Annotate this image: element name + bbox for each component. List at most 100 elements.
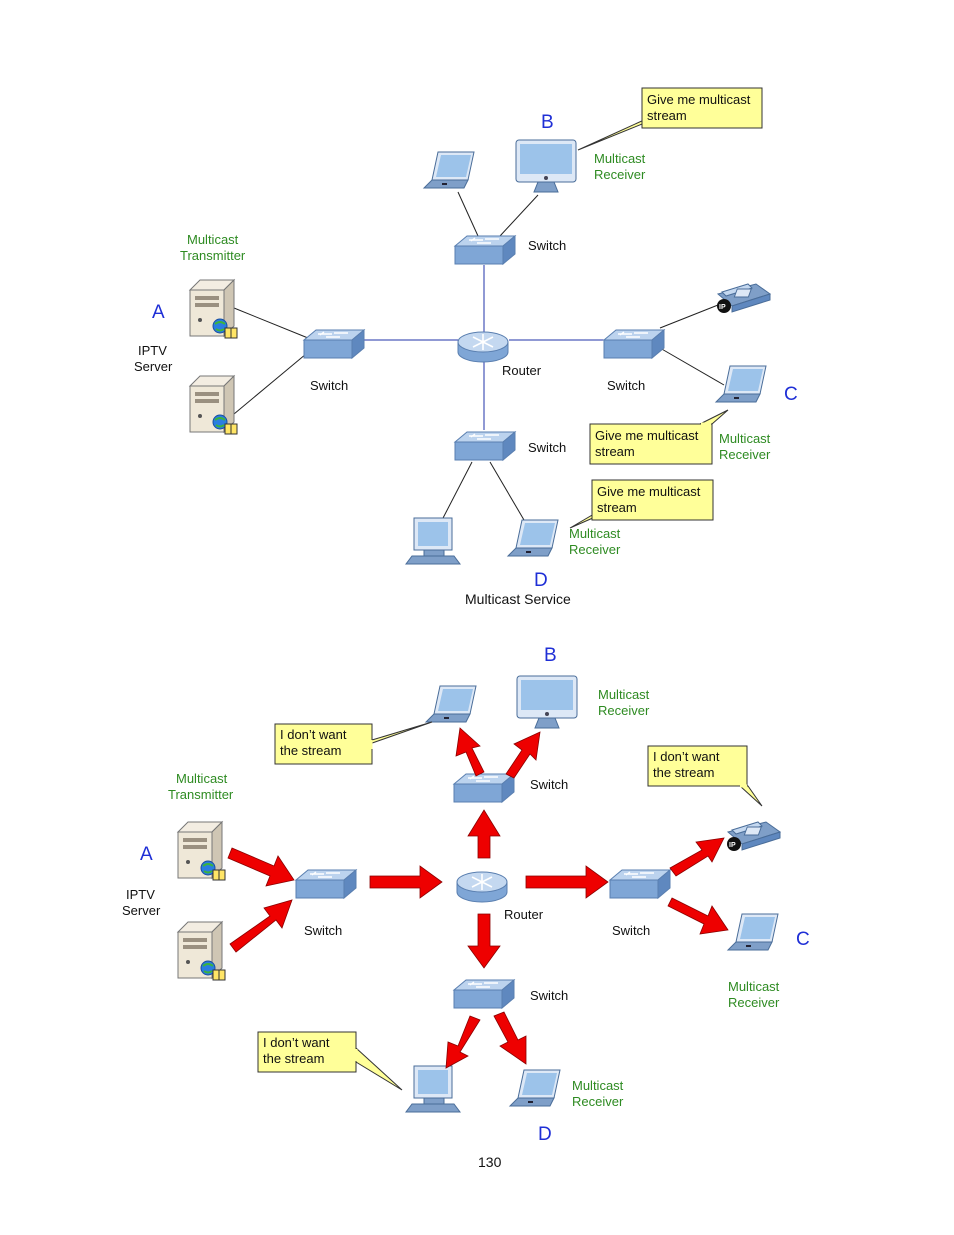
top-switch-right-label: Switch bbox=[607, 378, 645, 393]
note-b-line2: stream bbox=[647, 108, 687, 123]
bottom-switch-bottom-label: Switch bbox=[530, 988, 568, 1003]
note-c: Give me multicast stream bbox=[589, 409, 729, 465]
top-transmitter-line1: Multicast bbox=[187, 232, 239, 247]
top-receiver-c-line2: Receiver bbox=[719, 447, 771, 462]
top-letter-c: C bbox=[784, 384, 798, 405]
note-b: Give me multicast stream bbox=[577, 87, 763, 151]
top-receiver-d-line1: Multicast bbox=[569, 526, 621, 541]
arrow bbox=[467, 809, 501, 859]
ip-phone-icon bbox=[716, 283, 771, 314]
switch-bottom-icon bbox=[453, 979, 515, 1009]
switch-bottom-icon bbox=[454, 431, 516, 461]
bottom-diagram: I don’t want the stream I don’t want the… bbox=[122, 645, 810, 1145]
bottom-switch-top-label: Switch bbox=[530, 777, 568, 792]
note-phone-line2: the stream bbox=[653, 765, 714, 780]
top-letter-d: D bbox=[534, 570, 548, 591]
server-icon bbox=[189, 279, 238, 339]
note-phone: I don’t want the stream bbox=[647, 745, 763, 807]
bottom-receiver-b-line1: Multicast bbox=[598, 687, 650, 702]
bottom-transmitter-line2: Transmitter bbox=[168, 787, 234, 802]
bottom-receiver-d-line1: Multicast bbox=[572, 1078, 624, 1093]
page-number: 130 bbox=[478, 1154, 502, 1170]
switch-left-icon bbox=[303, 329, 365, 359]
arrow bbox=[505, 731, 541, 779]
imac-icon bbox=[515, 139, 577, 193]
note-laptop-b-line1: I don’t want bbox=[280, 727, 347, 742]
note-c-line1: Give me multicast bbox=[595, 428, 699, 443]
bottom-receiver-c-line1: Multicast bbox=[728, 979, 780, 994]
arrow bbox=[369, 865, 443, 899]
note-desktop-d: I don’t want the stream bbox=[257, 1031, 403, 1091]
stream-arrows bbox=[227, 727, 729, 1069]
bottom-receiver-d-line2: Receiver bbox=[572, 1094, 624, 1109]
bottom-server-line1: IPTV bbox=[126, 887, 155, 902]
top-router-label: Router bbox=[502, 363, 542, 378]
laptop-icon bbox=[425, 685, 477, 723]
bottom-server-line2: Server bbox=[122, 903, 161, 918]
note-d: Give me multicast stream bbox=[569, 479, 714, 529]
bottom-letter-b: B bbox=[544, 645, 557, 666]
note-b-line1: Give me multicast bbox=[647, 92, 751, 107]
laptop-icon bbox=[507, 519, 559, 557]
note-phone-line1: I don’t want bbox=[653, 749, 720, 764]
note-laptop-b: I don’t want the stream bbox=[274, 721, 433, 765]
router-icon bbox=[457, 331, 509, 363]
top-server-line1: IPTV bbox=[138, 343, 167, 358]
laptop-icon bbox=[727, 913, 779, 951]
arrow bbox=[455, 727, 485, 777]
top-receiver-b-line2: Receiver bbox=[594, 167, 646, 182]
router-icon bbox=[456, 871, 508, 903]
top-transmitter-line2: Transmitter bbox=[180, 248, 246, 263]
laptop-icon bbox=[715, 365, 767, 403]
bottom-receiver-b-line2: Receiver bbox=[598, 703, 650, 718]
top-server-line2: Server bbox=[134, 359, 173, 374]
desktop-icon bbox=[405, 1065, 461, 1113]
server-icon bbox=[177, 921, 226, 981]
top-caption: Multicast Service bbox=[465, 591, 571, 607]
note-d-line2: stream bbox=[597, 500, 637, 515]
top-letter-b: B bbox=[541, 112, 554, 133]
switch-left-icon bbox=[295, 869, 357, 899]
bottom-letter-a: A bbox=[140, 844, 153, 865]
bottom-letter-c: C bbox=[796, 929, 810, 950]
arrow bbox=[525, 865, 609, 899]
arrow bbox=[667, 897, 729, 935]
imac-icon bbox=[516, 675, 578, 729]
bottom-switch-left-label: Switch bbox=[304, 923, 342, 938]
bottom-receiver-c-line2: Receiver bbox=[728, 995, 780, 1010]
top-switch-top-label: Switch bbox=[528, 238, 566, 253]
note-d-line1: Give me multicast bbox=[597, 484, 701, 499]
switch-top-icon bbox=[454, 235, 516, 265]
top-links bbox=[233, 191, 725, 521]
arrow bbox=[669, 837, 725, 877]
top-letter-a: A bbox=[152, 302, 165, 323]
server-icon bbox=[189, 375, 238, 435]
top-switch-left-label: Switch bbox=[310, 378, 348, 393]
switch-top-icon bbox=[453, 773, 515, 803]
note-desktop-d-line1: I don’t want bbox=[263, 1035, 330, 1050]
bottom-transmitter-line1: Multicast bbox=[176, 771, 228, 786]
arrow bbox=[229, 899, 293, 953]
arrow bbox=[493, 1011, 527, 1065]
laptop-icon bbox=[509, 1069, 561, 1107]
arrow bbox=[227, 847, 295, 887]
switch-right-icon bbox=[609, 869, 671, 899]
note-laptop-b-line2: the stream bbox=[280, 743, 341, 758]
switch-right-icon bbox=[603, 329, 665, 359]
arrow bbox=[467, 913, 501, 969]
bottom-letter-d: D bbox=[538, 1124, 552, 1145]
top-receiver-d-line2: Receiver bbox=[569, 542, 621, 557]
ip-phone-icon bbox=[726, 821, 781, 852]
desktop-icon bbox=[405, 517, 461, 565]
server-icon bbox=[177, 821, 226, 881]
bottom-router-label: Router bbox=[504, 907, 544, 922]
top-receiver-b-line1: Multicast bbox=[594, 151, 646, 166]
arrow bbox=[445, 1015, 481, 1069]
note-desktop-d-line2: the stream bbox=[263, 1051, 324, 1066]
top-switch-bottom-label: Switch bbox=[528, 440, 566, 455]
bottom-switch-right-label: Switch bbox=[612, 923, 650, 938]
top-diagram: Give me multicast stream Give me multica… bbox=[134, 87, 798, 607]
top-receiver-c-line1: Multicast bbox=[719, 431, 771, 446]
note-c-line2: stream bbox=[595, 444, 635, 459]
